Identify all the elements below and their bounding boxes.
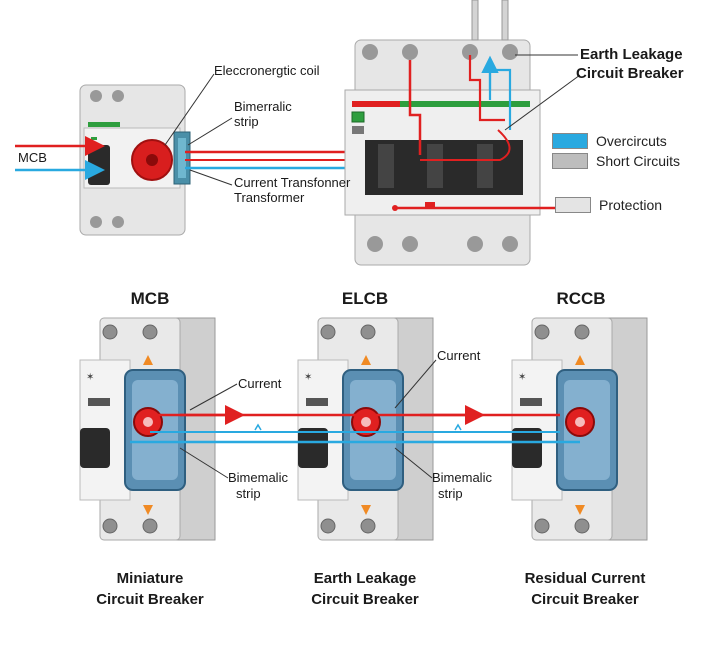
- elcb-title: ELCB: [341, 289, 389, 308]
- top-mcb-device: [79, 84, 191, 236]
- screw-icon: [360, 324, 376, 340]
- bimetal-leader-1: [179, 447, 229, 479]
- arrow-up-icon: [575, 355, 585, 365]
- screw-icon: [142, 518, 158, 534]
- screw-icon: [102, 518, 118, 534]
- legend-item-short-circuits: Short Circuits: [552, 153, 680, 169]
- legend-item-overcircuits: Overcircuts: [552, 133, 667, 149]
- arrow-down-icon: [143, 505, 153, 515]
- mcb-title: MCB: [130, 289, 170, 308]
- current-leader-1: [189, 383, 238, 411]
- current-label-2: Current: [437, 348, 481, 363]
- star-icon: ✶: [86, 372, 94, 383]
- rccb-rating-plate: [520, 398, 542, 406]
- star-icon: ✶: [304, 372, 312, 383]
- arrow-up-icon: [143, 355, 153, 365]
- rccb-caption: Residual Current Circuit Breaker: [500, 568, 670, 610]
- screw-icon: [534, 518, 550, 534]
- elcb-caption: Earth Leakage Circuit Breaker: [285, 568, 445, 610]
- legend-swatch-gray: [552, 153, 588, 169]
- bimetal-1-line1: Bimemalic: [228, 470, 288, 485]
- screw-icon: [574, 324, 590, 340]
- bimetal-leader: [187, 117, 233, 146]
- bimetal-1-line2: strip: [236, 486, 261, 501]
- elcb-rating-plate: [306, 398, 328, 406]
- ct-label-line1: Current Transfonner: [234, 175, 351, 190]
- bimetal-label-line1: Bimerralic: [234, 99, 292, 114]
- arrow-down-icon: [361, 505, 371, 515]
- mcb-label: MCB: [18, 150, 47, 165]
- legend-swatch-blue: [552, 133, 588, 149]
- screw-icon: [320, 518, 336, 534]
- top-elcb-device: [344, 0, 541, 266]
- current-leader-2: [394, 359, 437, 409]
- elcb-device: ✶: [297, 317, 434, 541]
- mcb-caption-line2: Circuit Breaker: [96, 591, 204, 608]
- mcb-caption-line1: Miniature: [116, 570, 184, 587]
- mcb-toggle: [80, 428, 110, 468]
- rccb-title: RCCB: [556, 289, 606, 308]
- mcb-device: ✶: [79, 317, 216, 541]
- rccb-caption-line2: Circuit Breaker: [531, 591, 639, 608]
- screw-icon: [102, 324, 118, 340]
- legend-label: Overcircuts: [596, 133, 667, 149]
- rccb-caption-line1: Residual Current: [524, 570, 646, 587]
- ct-label-line2: Transformer: [234, 190, 305, 205]
- elcb-caption-line2: Circuit Breaker: [311, 591, 419, 608]
- legend-item-protection: Protection: [555, 197, 662, 213]
- screw-icon: [142, 324, 158, 340]
- mcb-rating-plate: [88, 398, 110, 406]
- elcb-caption-line1: Earth Leakage: [313, 570, 417, 587]
- bimetal-2-line2: strip: [438, 486, 463, 501]
- current-label-1: Current: [238, 376, 282, 391]
- screw-icon: [320, 324, 336, 340]
- elcb-title-line2: Circuit Breaker: [576, 65, 684, 82]
- elcb-red-circuit: [408, 60, 422, 155]
- bimetal-leader-2: [394, 447, 433, 479]
- rccb-device: ✶: [511, 317, 648, 541]
- legend-label: Protection: [599, 197, 663, 213]
- mcb-caption: Miniature Circuit Breaker: [70, 568, 230, 610]
- arrow-down-icon: [575, 505, 585, 515]
- rccb-toggle: [512, 428, 542, 468]
- elcb-toggle: [298, 428, 328, 468]
- bimetal-2-line1: Bimemalic: [432, 470, 492, 485]
- ct-leader: [189, 169, 233, 186]
- screw-icon: [574, 518, 590, 534]
- star-icon: ✶: [518, 372, 526, 383]
- arrow-up-icon: [361, 355, 371, 365]
- bimetal-label-line2: strip: [234, 114, 259, 129]
- screw-icon: [360, 518, 376, 534]
- elcb-title-line1: Earth Leakage: [580, 46, 683, 63]
- screw-icon: [534, 324, 550, 340]
- legend-label: Short Circuits: [596, 153, 681, 169]
- legend-swatch-light: [555, 197, 591, 213]
- coil-label: Eleccronergtic coil: [214, 63, 320, 78]
- coil-leader: [164, 73, 215, 146]
